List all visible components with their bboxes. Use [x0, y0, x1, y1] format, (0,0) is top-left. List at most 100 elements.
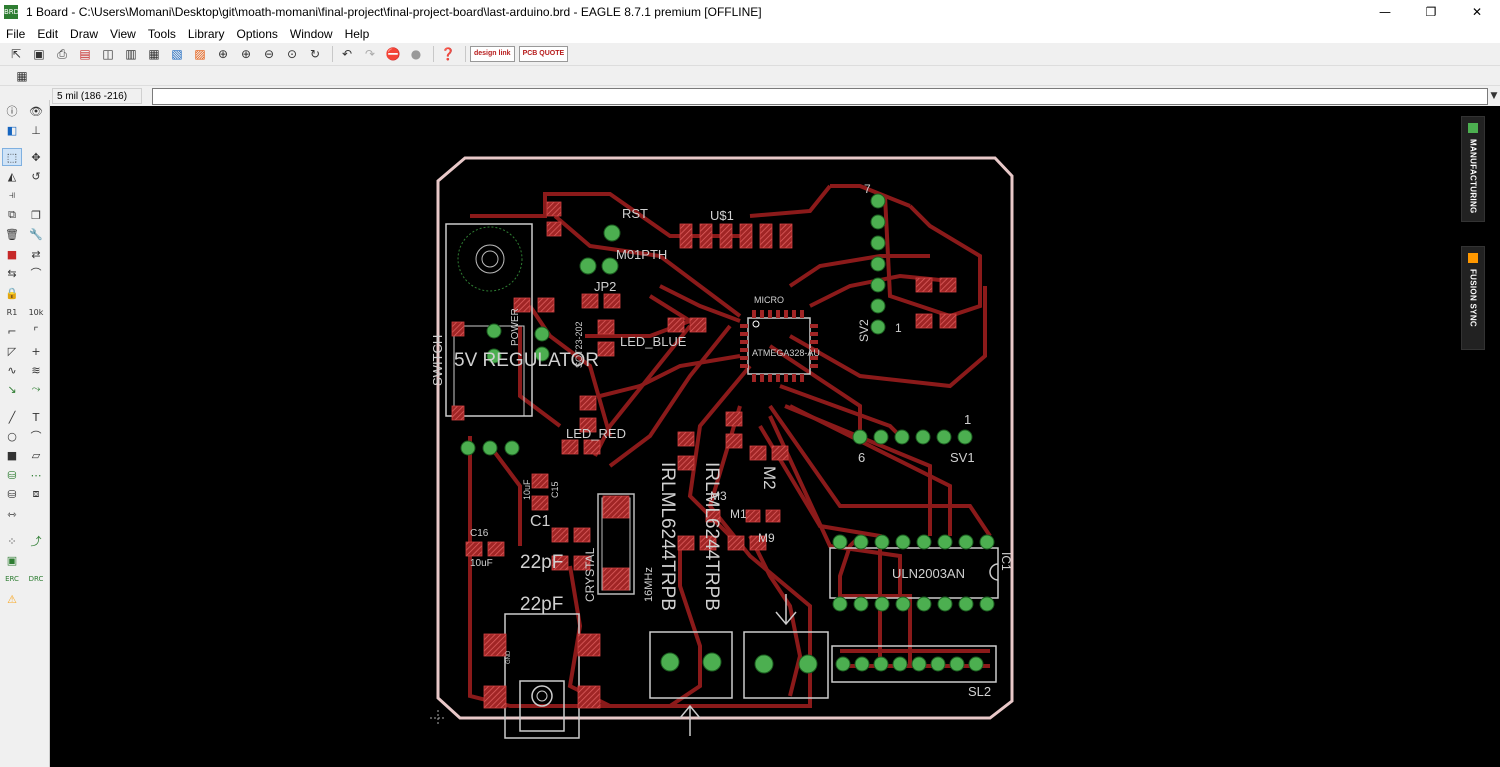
autoroute-icon[interactable]: ⤳ [31, 382, 41, 395]
optimize-icon[interactable]: ◸ [7, 344, 17, 358]
align-icon[interactable]: ⫣ [8, 188, 16, 201]
text-icon[interactable]: T [32, 410, 40, 424]
design-block-icon[interactable]: ▣ [6, 553, 18, 567]
board-icon[interactable]: ◫ [102, 47, 114, 61]
rect-icon[interactable]: ■ [6, 448, 18, 462]
swap-icon[interactable]: ⇆ [7, 266, 17, 280]
mark-icon[interactable]: ⊥ [31, 123, 41, 137]
erc-icon[interactable]: ERC [5, 575, 19, 583]
menu-window[interactable]: Window [289, 26, 333, 41]
signal-icon[interactable]: ⋯ [30, 468, 42, 482]
minimize-button[interactable]: — [1379, 5, 1391, 19]
ripup-icon[interactable]: ↘ [7, 382, 17, 396]
menu-bar: File Edit Draw View Tools Library Option… [0, 24, 1500, 43]
help-icon[interactable]: ❓ [440, 47, 456, 61]
add-icon[interactable]: ■ [6, 247, 18, 261]
print-icon[interactable]: ⎙ [57, 46, 67, 61]
menu-draw[interactable]: Draw [70, 26, 99, 41]
ulp-icon[interactable]: ▨ [194, 47, 206, 61]
warning-icon[interactable]: ⚠ [7, 592, 17, 606]
circle-icon[interactable]: ○ [7, 429, 17, 443]
attribute-icon[interactable]: ⧈ [32, 487, 40, 500]
meander-icon[interactable]: ∿ [7, 363, 17, 377]
menu-view[interactable]: View [110, 26, 136, 41]
menu-library[interactable]: Library [187, 26, 225, 41]
left-tool-palette: ⓘ 👁 ◧ ⊥ ⬚ ✥ ◭ ↺ ⫣ ⧉ ❐ 🗑 🔧 ■ ⇄ ⇆ ⌒ 🔒 R1 1… [0, 100, 50, 767]
move-icon[interactable]: ✥ [31, 150, 41, 164]
potentiometer [457, 226, 523, 292]
arc-icon[interactable]: ⌒ [30, 430, 42, 443]
paste-icon[interactable]: ❐ [31, 208, 41, 222]
redraw-icon[interactable]: ↻ [309, 47, 321, 61]
save-icon[interactable]: ▣ [33, 47, 45, 61]
zoom-out-icon[interactable]: ⊖ [263, 47, 275, 61]
line-icon[interactable]: ╱ [8, 410, 16, 424]
grid-icon[interactable]: ▦ [16, 68, 28, 83]
copy-icon[interactable]: ⧉ [8, 208, 16, 221]
zoom-in-icon[interactable]: ⊕ [240, 47, 252, 61]
rotate-icon[interactable]: ↺ [31, 169, 41, 183]
command-input[interactable] [152, 87, 1488, 105]
schematic-icon[interactable]: ▤ [79, 47, 91, 61]
label-atmega: ATMEGA328-AU [752, 348, 820, 358]
change-icon[interactable]: R1 [6, 307, 18, 317]
dimension-icon[interactable]: ⇿ [7, 507, 17, 521]
manufacturing-tab[interactable]: MANUFACTURING [1461, 116, 1485, 222]
copper-traces [468, 184, 992, 708]
undo-icon[interactable]: ↶ [341, 47, 353, 61]
route-icon[interactable]: + [31, 344, 41, 358]
ratsnest-icon[interactable]: ⁘ [7, 534, 17, 548]
drc-icon[interactable]: DRC [28, 575, 44, 583]
miter-icon[interactable]: ⌜ [33, 324, 39, 338]
split-icon[interactable]: ⌐ [7, 324, 17, 338]
label-ic1: IC1 [999, 552, 1013, 571]
delete-icon[interactable]: 🗑 [5, 227, 19, 241]
script-icon[interactable]: ▦ [148, 47, 160, 61]
fusion-icon [1468, 253, 1478, 263]
label-uln: ULN2003AN [892, 566, 965, 581]
design-link-button[interactable]: design link [470, 46, 515, 62]
redo-icon[interactable]: ↷ [364, 47, 376, 61]
cam-icon[interactable]: ▥ [125, 47, 137, 61]
zoom-select-icon[interactable]: ⊙ [286, 47, 298, 61]
route-airwire-icon[interactable]: ⤴ [30, 535, 42, 548]
main-toolbar: ⇱ ▣ ⎙ ▤ ◫ ▥ ▦ ▧ ▨ ⊕ ⊕ ⊖ ⊙ ↻ ↶ ↷ ⛔ ● ❓ de… [0, 43, 1500, 66]
wrench-icon[interactable]: 🔧 [29, 227, 43, 241]
info-icon[interactable]: ⓘ [6, 105, 18, 118]
value-icon[interactable]: 10k [28, 307, 44, 317]
replace-icon[interactable]: ⇄ [31, 247, 41, 261]
open-icon[interactable]: ⇱ [10, 47, 22, 61]
label-sv2-1: 1 [895, 321, 902, 335]
polygon-icon[interactable]: ▱ [31, 448, 41, 462]
group-icon[interactable]: ⬚ [2, 148, 22, 166]
stop-icon[interactable]: ⛔ [385, 47, 401, 61]
layers-icon[interactable]: ◧ [6, 123, 18, 137]
go-icon[interactable]: ● [410, 47, 422, 61]
menu-options[interactable]: Options [236, 26, 278, 41]
pcb-quote-button[interactable]: PCB QUOTE [518, 46, 569, 62]
mirror-icon[interactable]: ◭ [7, 169, 17, 183]
chevron-down-icon[interactable]: ▼ [1490, 90, 1498, 101]
crystal-outline [597, 493, 635, 595]
scr-icon[interactable]: ▧ [171, 47, 183, 61]
zoom-fit-icon[interactable]: ⊕ [217, 47, 229, 61]
lock-icon[interactable]: 🔒 [5, 286, 19, 300]
menu-edit[interactable]: Edit [37, 26, 59, 41]
menu-tools[interactable]: Tools [147, 26, 176, 41]
fusion-sync-tab[interactable]: FUSION SYNC [1461, 246, 1485, 350]
window-title: 1 Board - C:\Users\Momani\Desktop\git\mo… [26, 5, 762, 19]
label-c16-value: 10uF [470, 558, 493, 569]
smash-icon[interactable]: ⌒ [30, 267, 42, 280]
menu-help[interactable]: Help [344, 26, 370, 41]
label-c1: C1 [530, 513, 551, 530]
show-icon[interactable]: 👁 [29, 104, 43, 118]
label-c15: C15 [550, 481, 560, 498]
via-icon[interactable]: ⛁ [7, 468, 17, 482]
differential-icon[interactable]: ≋ [31, 363, 41, 377]
maximize-button[interactable]: ❐ [1425, 5, 1437, 19]
menu-file[interactable]: File [6, 26, 26, 41]
close-button[interactable]: ✕ [1471, 5, 1483, 19]
hole-icon[interactable]: ⛁ [7, 487, 17, 501]
label-sv2: SV2 [857, 319, 871, 342]
board-canvas[interactable]: RST U$1 M01PTH JP2 LED_BLUE MICRO ATMEGA… [50, 106, 1456, 767]
